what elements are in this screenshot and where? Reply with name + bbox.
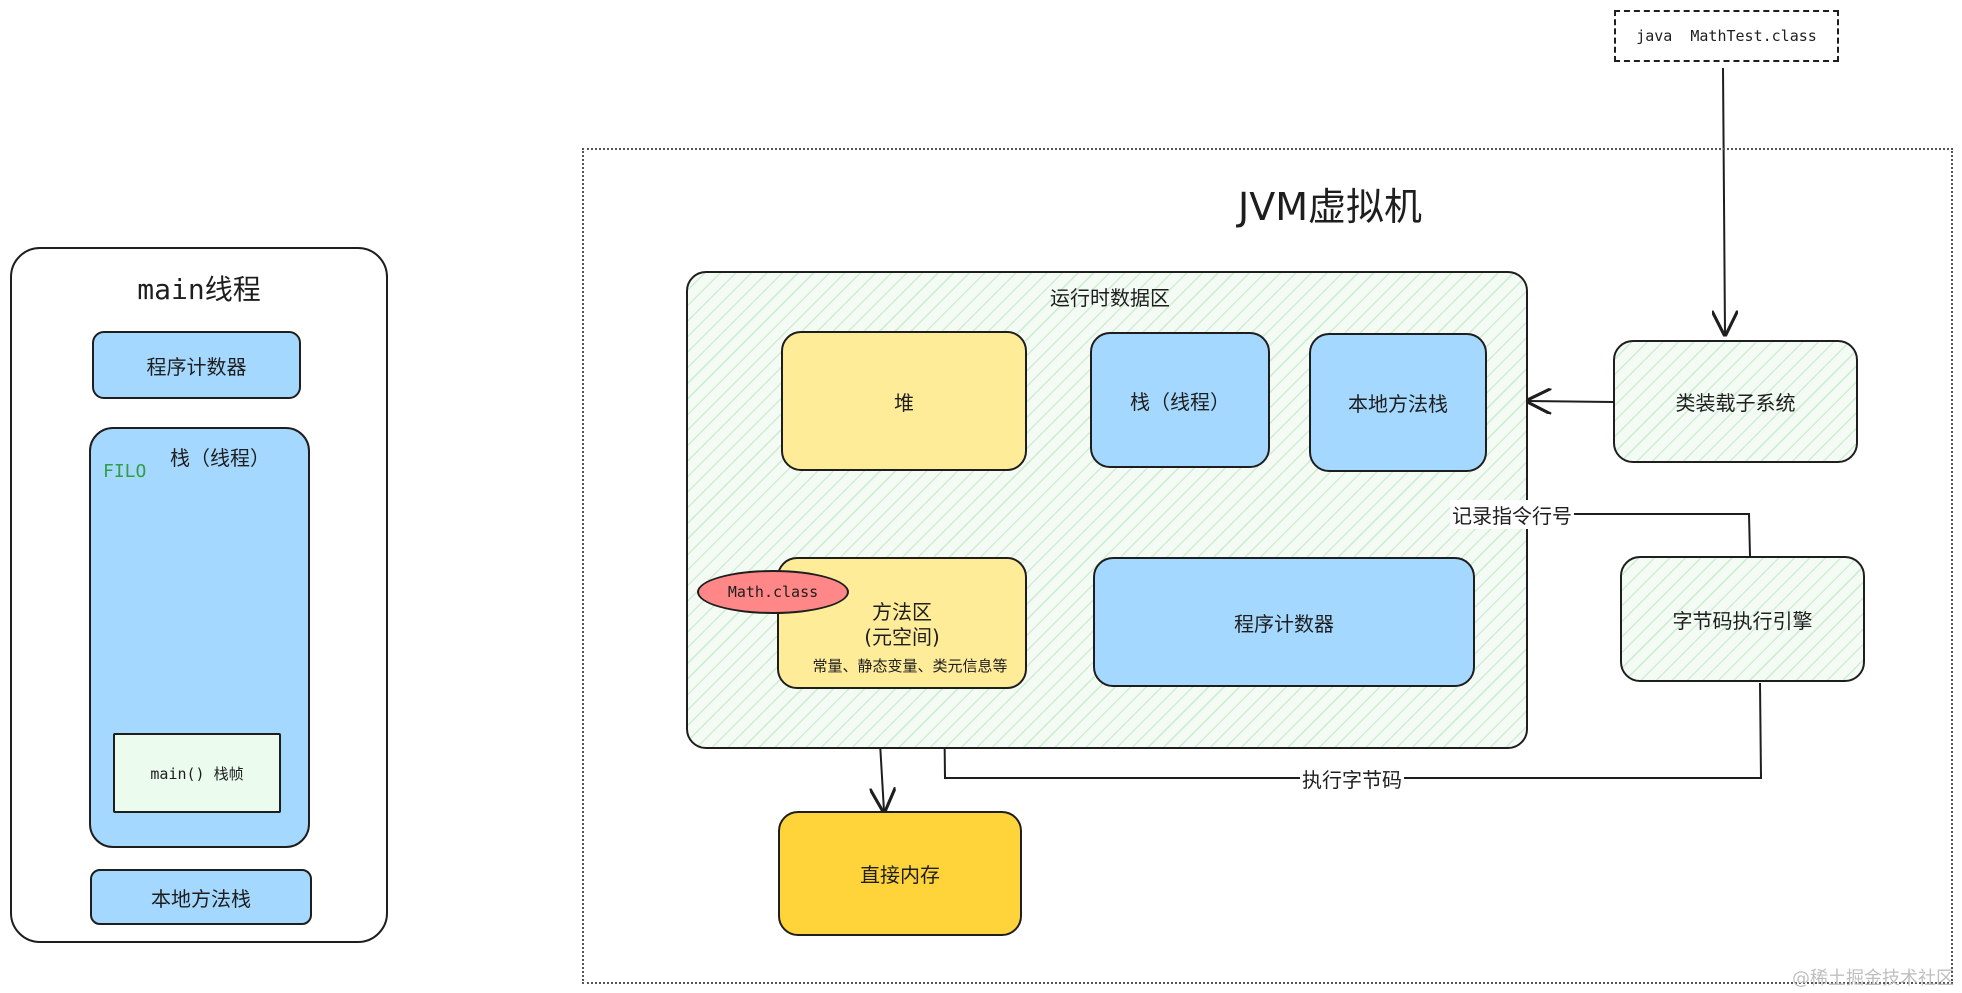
runtime-data-area-title: 运行时数据区 [1050, 286, 1170, 310]
execute-bytecode-label: 执行字节码 [1300, 764, 1404, 793]
record-line-number-label: 记录指令行号 [1450, 500, 1574, 529]
main-pc-box: 程序计数器 [92, 331, 301, 399]
command-box: java MathTest.class [1614, 10, 1839, 62]
native-stack-box: 本地方法栈 [1309, 333, 1487, 472]
stack-box: 栈（线程） [1090, 332, 1270, 468]
method-area-line3: 常量、静态变量、类元信息等 [812, 657, 1008, 675]
heap-box: 堆 [781, 331, 1027, 471]
jvm-title: JVM虚拟机 [1238, 185, 1422, 229]
math-class-ellipse: Math.class [697, 570, 849, 614]
main-thread-title: main线程 [137, 273, 261, 306]
main-native-stack-box: 本地方法栈 [90, 869, 312, 925]
method-area-line2: (元空间) [864, 625, 940, 649]
class-loader-box: 类装载子系统 [1613, 340, 1858, 463]
filo-label: FILO [103, 461, 147, 482]
main-stack-title: 栈（线程） [170, 446, 270, 470]
bytecode-engine-box: 字节码执行引擎 [1620, 556, 1865, 682]
main-frame-box: main() 栈帧 [113, 733, 281, 813]
command-to-loader-arrow [1723, 67, 1725, 334]
watermark: @稀土掘金技术社区 [1792, 968, 1954, 989]
direct-memory-box: 直接内存 [778, 811, 1022, 936]
runtime-pc-box: 程序计数器 [1093, 557, 1475, 687]
jvm-boundary [582, 148, 1953, 984]
loader-to-runtime-arrow [1528, 401, 1614, 402]
method-area-line1: 方法区 [872, 600, 932, 624]
